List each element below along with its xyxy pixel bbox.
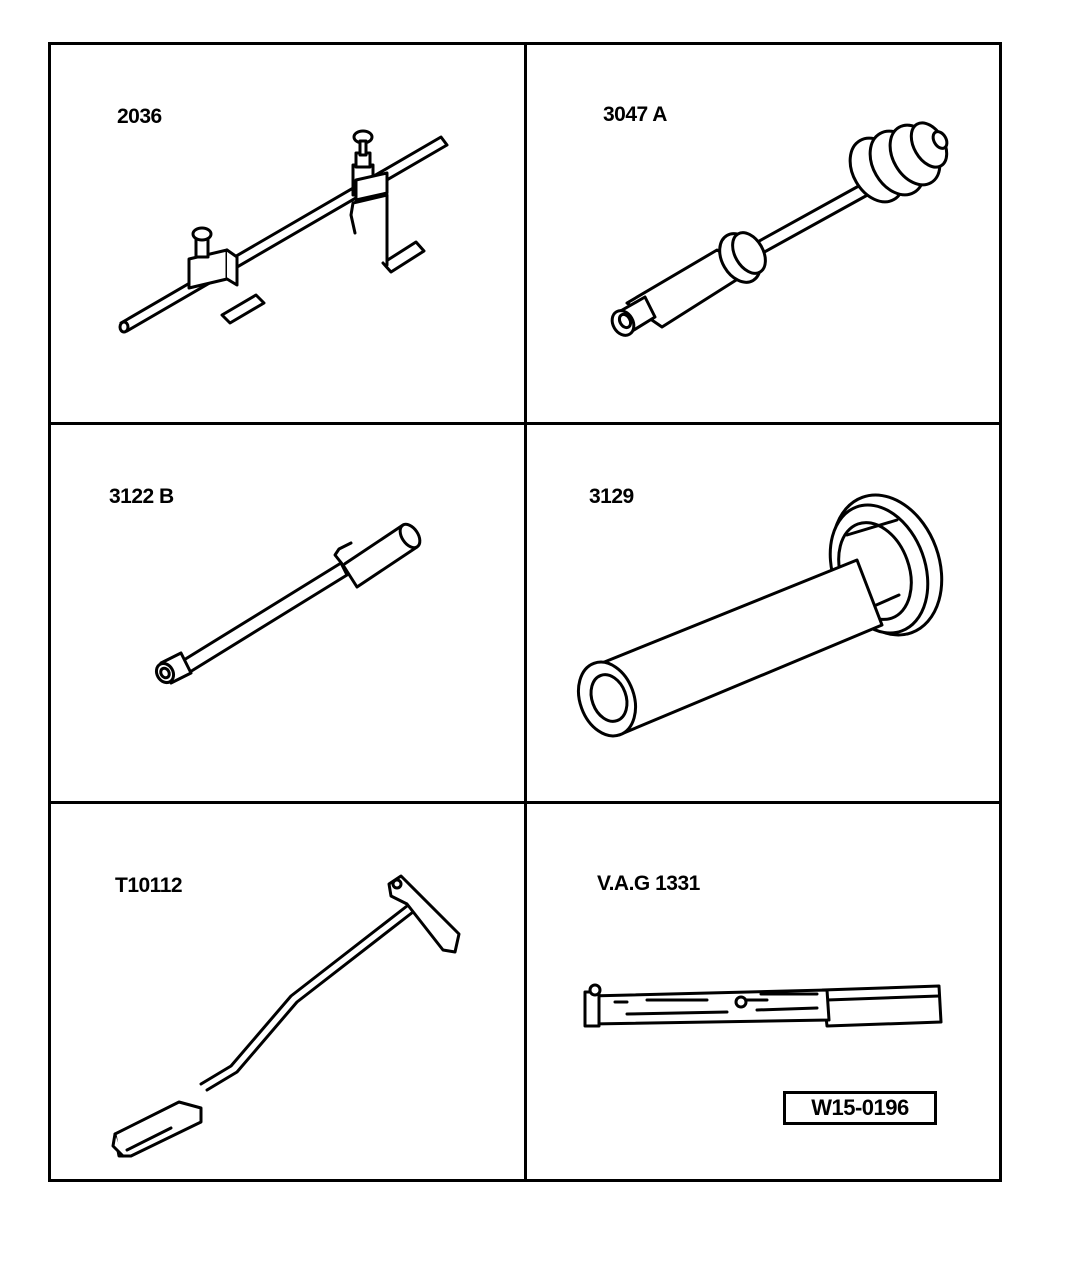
tool-cell-3129: 3129: [527, 425, 1000, 802]
socket-extension-icon: [154, 522, 422, 685]
grid-divider-horizontal-2: [51, 801, 999, 804]
part-number-label: 3047 A: [603, 103, 667, 126]
part-number-label: 3122 B: [109, 485, 174, 508]
grid-divider-vertical: [524, 45, 527, 1179]
tool-cell-3122b: 3122 B: [51, 425, 524, 802]
part-number-label: V.A.G 1331: [597, 872, 700, 895]
figure-code-badge: W15-0196: [783, 1091, 937, 1125]
tool-cell-t10112: T10112: [51, 804, 524, 1181]
tool-cell-2036: 2036: [51, 45, 524, 422]
adjustable-bar-tool-icon: [118, 129, 449, 334]
tool-cell-3047a: 3047 A: [527, 45, 1000, 422]
part-number-label: 2036: [117, 105, 162, 128]
tool-grid: 2036 3047 A: [48, 42, 1002, 1182]
part-number-label: T10112: [115, 874, 183, 897]
tube-drift-sleeve-icon: [576, 493, 944, 738]
grid-divider-horizontal-1: [51, 422, 999, 425]
tool-cell-vag1331: V.A.G 1331: [527, 804, 1000, 1181]
part-number-label: 3129: [589, 485, 634, 508]
torque-wrench-icon: [583, 983, 943, 1028]
slide-hammer-puller-icon: [610, 121, 949, 337]
t-handle-hook-tool-icon: [111, 874, 461, 1158]
